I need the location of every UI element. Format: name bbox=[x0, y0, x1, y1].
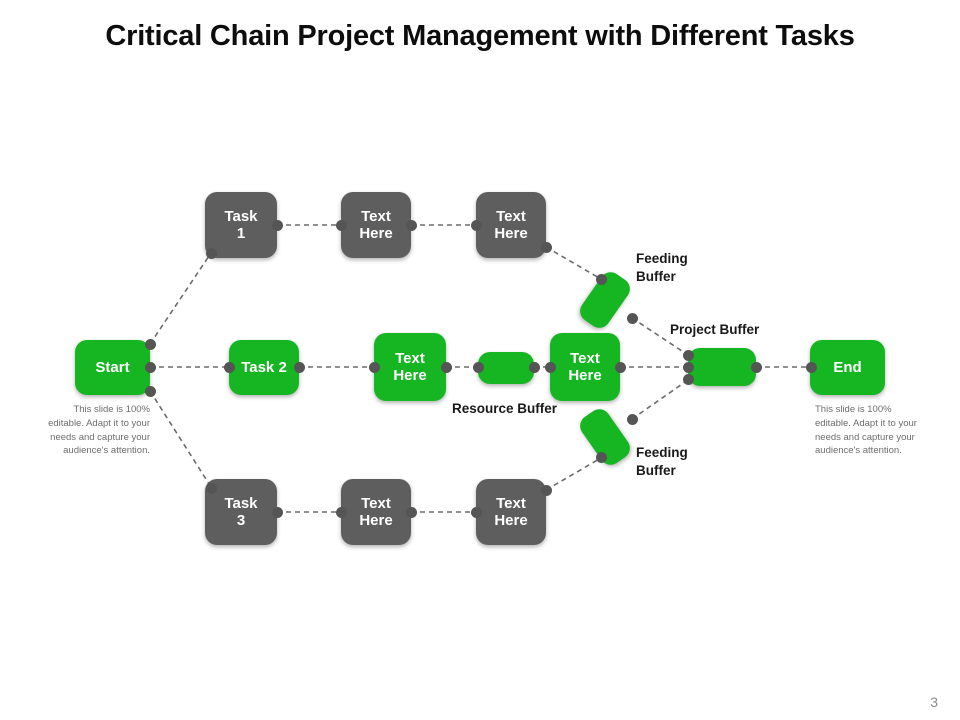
dot-projectbuffer-bottomleft bbox=[683, 374, 694, 385]
node-mid-text-1[interactable]: Text Here bbox=[374, 333, 446, 401]
dot-task1-bottomleft bbox=[206, 248, 217, 259]
node-top-text-2-label: Text Here bbox=[494, 207, 528, 242]
node-mid-text-2-label: Text Here bbox=[568, 349, 602, 384]
note-right: This slide is 100% editable. Adapt it to… bbox=[815, 404, 917, 457]
node-top-task-1[interactable]: Task 1 bbox=[205, 192, 277, 258]
edge-text2-feedingtop bbox=[545, 246, 602, 280]
node-mid-task-2-label: Task 2 bbox=[241, 358, 287, 376]
note-left: This slide is 100% editable. Adapt it to… bbox=[48, 404, 150, 457]
dot-btext2-left bbox=[471, 507, 482, 518]
node-project-buffer[interactable] bbox=[688, 348, 756, 386]
dot-task3-topleft bbox=[206, 483, 217, 494]
node-start-label: Start bbox=[95, 358, 130, 376]
node-bottom-text-2[interactable]: Text Here bbox=[476, 479, 546, 545]
dot-projectbuffer-topleft bbox=[683, 350, 694, 361]
node-top-text-2[interactable]: Text Here bbox=[476, 192, 546, 258]
dot-toptext2-bottomright bbox=[541, 242, 552, 253]
dot-feedingbottom-bottom bbox=[596, 452, 607, 463]
caption-project-buffer: Project Buffer bbox=[670, 322, 760, 337]
node-bottom-text-1[interactable]: Text Here bbox=[341, 479, 411, 545]
dot-task2-left bbox=[224, 362, 235, 373]
node-bottom-task-3-label: Task 3 bbox=[224, 494, 258, 529]
node-resource-buffer[interactable] bbox=[478, 352, 534, 384]
dot-end-left bbox=[806, 362, 817, 373]
dot-toptext1-left bbox=[336, 220, 347, 231]
edge-start-task3 bbox=[149, 390, 212, 488]
caption-resource-buffer: Resource Buffer bbox=[452, 401, 558, 416]
caption-feeding-buffer-bottom: Feeding Buffer bbox=[636, 445, 688, 479]
dot-toptext1-right bbox=[406, 220, 417, 231]
dot-feedingbottom-top bbox=[627, 414, 638, 425]
dot-btext2-topright bbox=[541, 485, 552, 496]
dot-feedingtop-end bbox=[627, 313, 638, 324]
node-end-label: End bbox=[833, 358, 862, 376]
page-title: Critical Chain Project Management with D… bbox=[105, 20, 855, 52]
dot-toptext2-left bbox=[471, 220, 482, 231]
dot-start-bottomright bbox=[145, 386, 156, 397]
edge-btext2-feedingbottom bbox=[545, 457, 602, 491]
dot-task3-right bbox=[272, 507, 283, 518]
dot-feedingtop-start bbox=[596, 274, 607, 285]
dot-start-topright bbox=[145, 339, 156, 350]
dot-start-right bbox=[145, 362, 156, 373]
edge-start-task1 bbox=[149, 252, 212, 345]
node-bottom-text-2-label: Text Here bbox=[494, 494, 528, 529]
dot-midtext1-left bbox=[369, 362, 380, 373]
node-top-task-1-label: Task 1 bbox=[224, 207, 258, 242]
dot-midtext2-left bbox=[545, 362, 556, 373]
node-start[interactable]: Start bbox=[75, 340, 150, 395]
node-top-text-1[interactable]: Text Here bbox=[341, 192, 411, 258]
node-top-text-1-label: Text Here bbox=[359, 207, 393, 242]
node-mid-text-2[interactable]: Text Here bbox=[550, 333, 620, 401]
dot-btext1-left bbox=[336, 507, 347, 518]
node-bottom-text-1-label: Text Here bbox=[359, 494, 393, 529]
dot-resource-right bbox=[529, 362, 540, 373]
dot-projectbuffer-right bbox=[751, 362, 762, 373]
node-end[interactable]: End bbox=[810, 340, 885, 395]
dot-task2-right bbox=[294, 362, 305, 373]
node-mid-task-2[interactable]: Task 2 bbox=[229, 340, 299, 395]
edge-feedingbottom-projectbuffer bbox=[631, 379, 689, 420]
edge-feedingtop-projectbuffer bbox=[631, 317, 689, 356]
dot-btext1-right bbox=[406, 507, 417, 518]
dot-task1-right bbox=[272, 220, 283, 231]
caption-feeding-buffer-top: Feeding Buffer bbox=[636, 251, 688, 285]
dot-midtext1-right bbox=[441, 362, 452, 373]
node-mid-text-1-label: Text Here bbox=[393, 349, 427, 384]
dot-projectbuffer-left bbox=[683, 362, 694, 373]
dot-resource-left bbox=[473, 362, 484, 373]
dot-midtext2-right bbox=[615, 362, 626, 373]
page-number: 3 bbox=[930, 694, 938, 710]
